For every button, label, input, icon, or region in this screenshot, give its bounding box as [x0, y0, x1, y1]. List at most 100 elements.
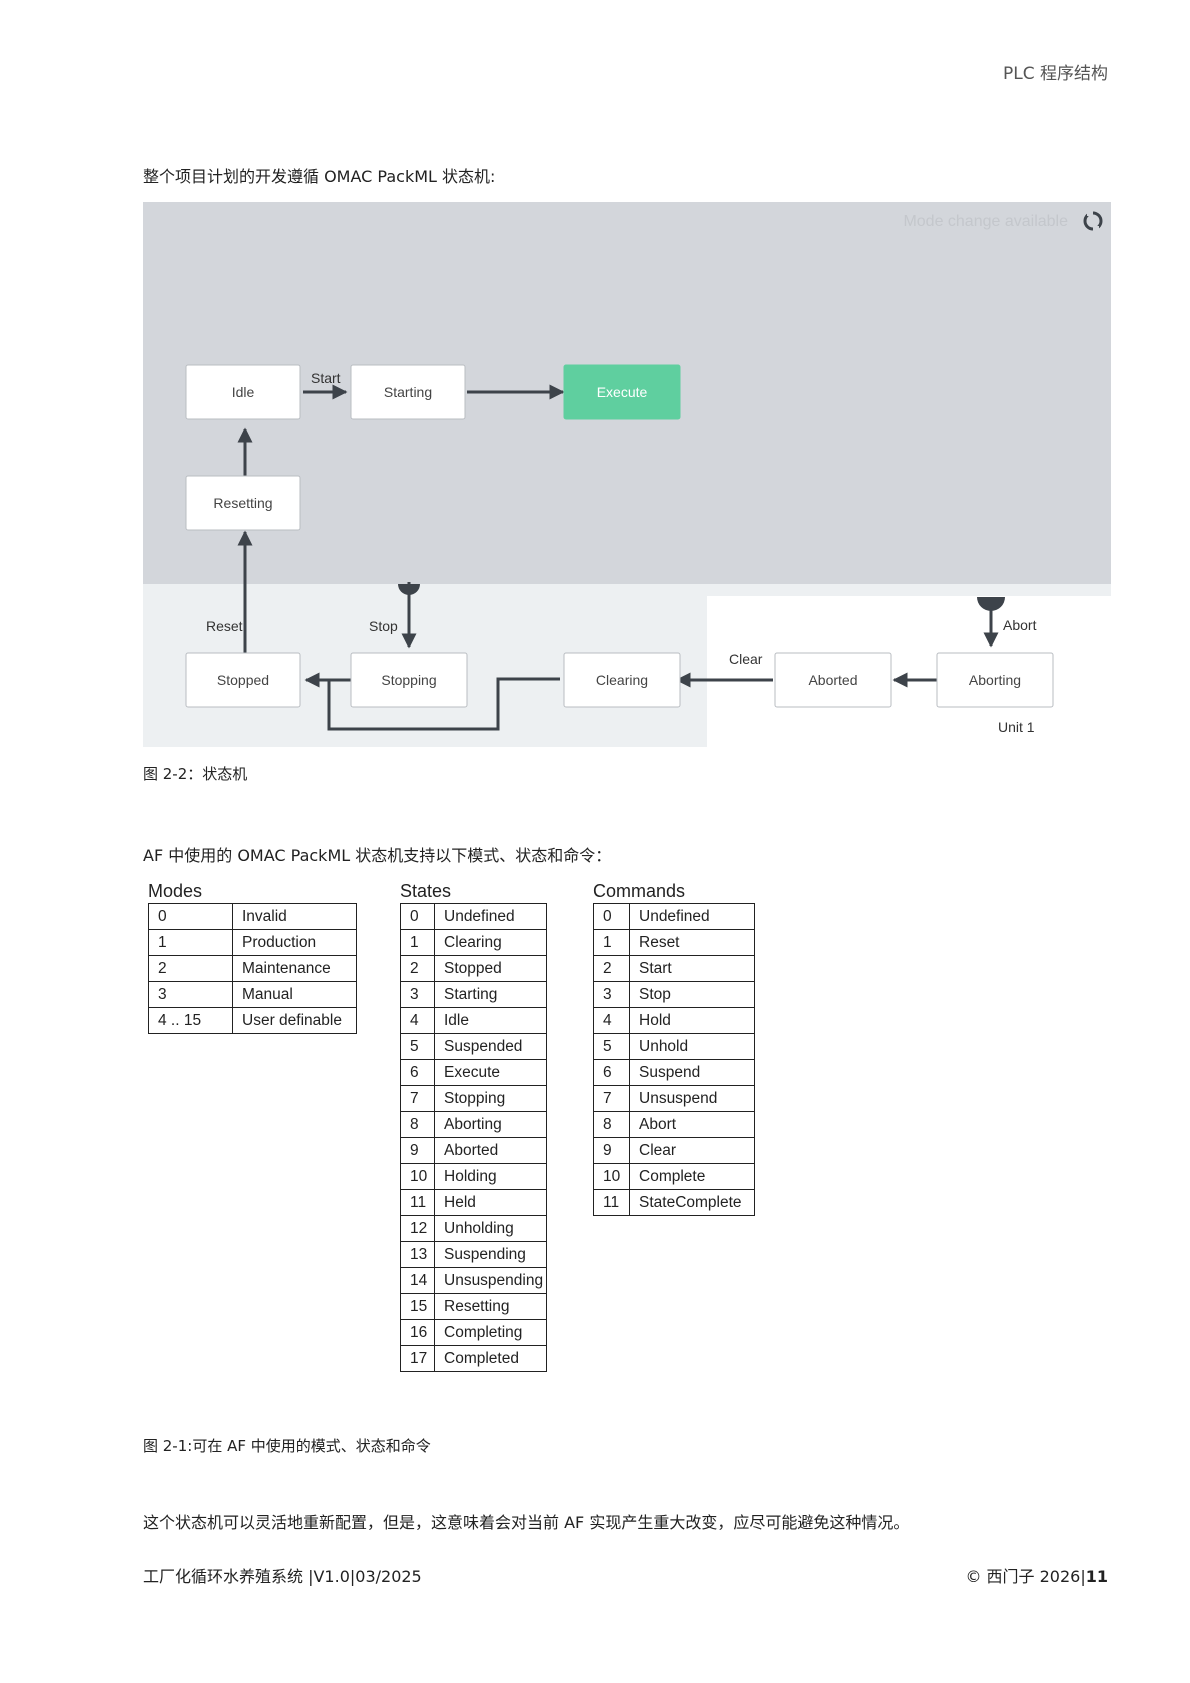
table-cell-name: Aborted: [434, 1137, 547, 1164]
table-cell-id: 1: [593, 929, 630, 956]
table-cell-id: 6: [593, 1059, 630, 1086]
table-cell-name: Resetting: [434, 1293, 547, 1320]
table-cell-id: 13: [400, 1241, 435, 1268]
state-machine-diagram: Mode change available Idle Starting Exec…: [143, 202, 1111, 747]
table-cell-name: Starting: [434, 981, 547, 1008]
closing-paragraph: 这个状态机可以灵活地重新配置，但是，这意味着会对当前 AF 实现产生重大改变，应…: [143, 1513, 910, 1532]
table-cell-name: Unhold: [629, 1033, 755, 1060]
table-cell-id: 0: [400, 903, 435, 930]
table-cell-id: 3: [148, 981, 233, 1008]
state-stopped-box[interactable]: [185, 652, 301, 708]
table-cell-id: 5: [400, 1033, 435, 1060]
state-execute-box[interactable]: [563, 364, 681, 420]
table-cell-name: StateComplete: [629, 1189, 755, 1216]
state-starting-box[interactable]: [350, 364, 466, 420]
table-cell-id: 1: [148, 929, 233, 956]
section-header: PLC 程序结构: [1003, 64, 1108, 84]
table-cell-name: Holding: [434, 1163, 547, 1190]
table-cell-name: Manual: [232, 981, 357, 1008]
state-execute-label: Execute: [597, 384, 648, 400]
table-cell-id: 11: [400, 1189, 435, 1216]
stop-trigger-icon: [398, 584, 420, 595]
table-cell-name: Idle: [434, 1007, 547, 1034]
state-stopped-label: Stopped: [217, 672, 269, 688]
state-resetting-label: Resetting: [213, 495, 272, 511]
table-cell-id: 10: [400, 1163, 435, 1190]
refresh-icon[interactable]: [1083, 211, 1103, 231]
state-starting-label: Starting: [384, 384, 432, 400]
table-cell-id: 10: [593, 1163, 630, 1190]
table-cell-name: Aborting: [434, 1111, 547, 1138]
command-reset-label: Reset: [206, 618, 243, 634]
state-stopping-label: Stopping: [381, 672, 436, 688]
footer-document-title: 工厂化循环水养殖系统 |V1.0|03/2025: [143, 1567, 422, 1586]
table-cell-id: 14: [400, 1267, 435, 1294]
state-stopping-box[interactable]: [350, 652, 468, 708]
table-cell-name: Suspend: [629, 1059, 755, 1086]
table-cell-name: Maintenance: [232, 955, 357, 982]
tables-intro-paragraph: AF 中使用的 OMAC PackML 状态机支持以下模式、状态和命令：: [143, 846, 612, 865]
table-cell-id: 17: [400, 1345, 435, 1372]
mode-change-banner: Mode change available: [903, 213, 1068, 230]
footer-copyright: © 西门子 2026|11: [965, 1563, 1108, 1587]
table-cell-name: Unsuspend: [629, 1085, 755, 1112]
abort-trigger-icon: [977, 597, 1005, 611]
table-cell-name: Unsuspending: [434, 1267, 547, 1294]
state-clearing-label: Clearing: [596, 672, 648, 688]
table-cell-id: 9: [400, 1137, 435, 1164]
table-cell-id: 2: [593, 955, 630, 982]
commands-title: Commands: [593, 881, 686, 901]
table-cell-name: User definable: [232, 1007, 357, 1034]
table-cell-id: 2: [148, 955, 233, 982]
table-cell-id: 0: [593, 903, 630, 930]
table-cell-name: Hold: [629, 1007, 755, 1034]
state-aborted-label: Aborted: [808, 672, 857, 688]
state-aborted-box[interactable]: [774, 652, 892, 708]
table-cell-name: Suspending: [434, 1241, 547, 1268]
state-aborting-box[interactable]: [936, 652, 1054, 708]
state-clearing-box[interactable]: [563, 652, 681, 708]
table-cell-name: Invalid: [232, 903, 357, 930]
footer-copyright-text: © 西门子 2026|: [965, 1567, 1086, 1586]
table-cell-id: 1: [400, 929, 435, 956]
table-cell-name: Abort: [629, 1111, 755, 1138]
clearing-to-stopped-path: [327, 677, 560, 731]
command-stop-label: Stop: [369, 618, 398, 634]
table-cell-name: Completing: [434, 1319, 547, 1346]
table-cell-id: 0: [148, 903, 233, 930]
state-resetting-box[interactable]: [185, 475, 301, 531]
table-cell-id: 7: [593, 1085, 630, 1112]
table-cell-id: 15: [400, 1293, 435, 1320]
table-cell-name: Clearing: [434, 929, 547, 956]
table-cell-id: 8: [593, 1111, 630, 1138]
intro-paragraph: 整个项目计划的开发遵循 OMAC PackML 状态机:: [143, 167, 496, 186]
modes-title: Modes: [148, 881, 203, 901]
state-idle-label: Idle: [232, 384, 255, 400]
state-idle-box[interactable]: [185, 364, 301, 420]
diagram-lower-right-band: [707, 584, 1111, 596]
